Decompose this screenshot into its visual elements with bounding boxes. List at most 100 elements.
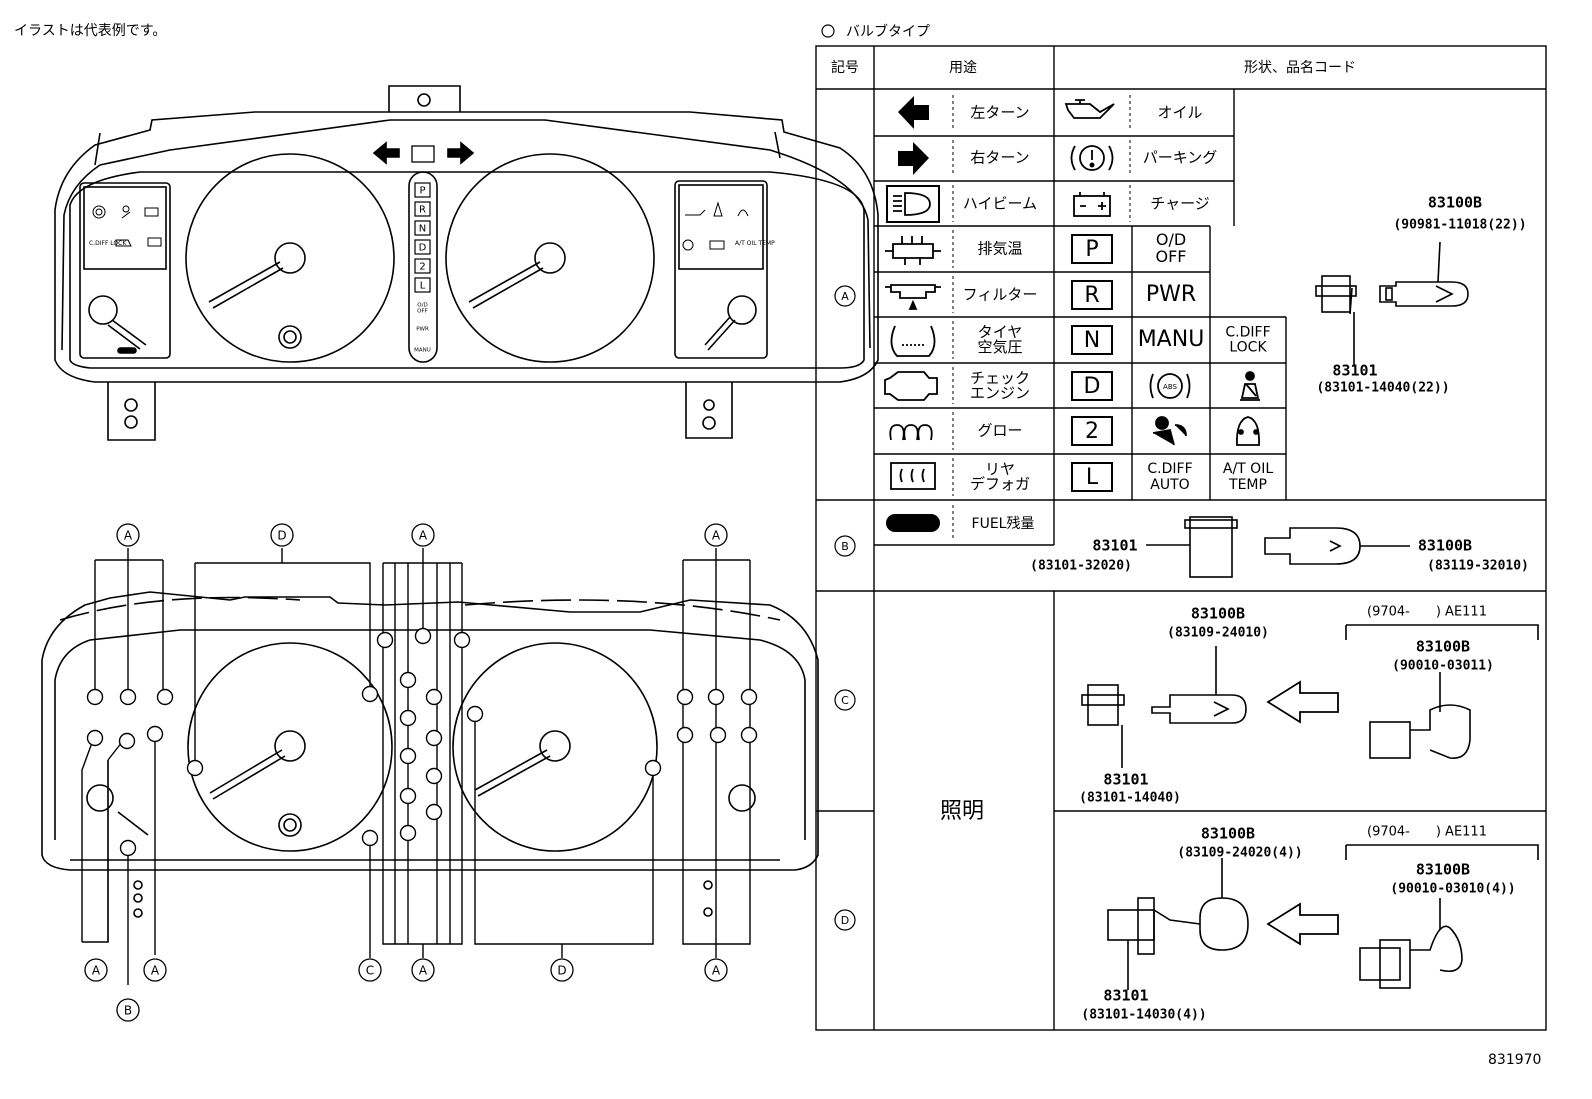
bulb-location-marker	[361, 685, 379, 703]
gear-extra-label: PWR	[416, 327, 429, 333]
usage-label: デフォガ	[970, 475, 1030, 493]
parking-brake-icon	[1079, 145, 1105, 171]
bulb-location-marker	[399, 747, 417, 765]
callout-bottom-b	[116, 998, 140, 1022]
bulb-b	[1264, 527, 1361, 565]
gear-tile-letter: N	[1084, 328, 1100, 353]
bulb-c	[1151, 694, 1247, 724]
gear-tile-letter: D	[1084, 374, 1101, 399]
bulb-location-marker	[186, 759, 204, 777]
bulb-d-part: (83109-24020(4))	[1177, 846, 1302, 861]
socket-b	[1189, 516, 1233, 578]
callout-bottom-a-right	[704, 958, 728, 982]
alt-bulb-c	[1369, 721, 1411, 759]
bulb-location-marker	[119, 688, 137, 706]
bulb-location-marker	[740, 726, 758, 744]
alt-bulb-c-part: (90010-03011)	[1392, 659, 1494, 674]
bulb-location-marker	[644, 759, 662, 777]
abs-icon	[1157, 373, 1183, 399]
callout-top-d	[270, 523, 294, 547]
bulb-location-marker	[399, 787, 417, 805]
at-oil-temp-label: TEMP	[1228, 477, 1267, 493]
illustration-note: イラストは代表例です。	[14, 23, 167, 39]
callout-top-d-letter: D	[277, 529, 286, 543]
range-c: (9704- ) AE111	[1367, 605, 1487, 620]
callout-bottom-a-right-letter: A	[712, 964, 721, 978]
check-engine-icon	[884, 371, 938, 401]
c-diff-auto-label: C.DIFF	[1147, 461, 1192, 477]
socket-b-part: (83101-32020)	[1030, 559, 1132, 574]
gear-tile	[414, 258, 431, 274]
socket-d-code: 83101	[1103, 987, 1148, 1005]
callout-bottom-d	[550, 958, 574, 982]
at-oil-temp-label: A/T OIL	[1223, 461, 1273, 477]
bulb-location-marker	[425, 803, 443, 821]
bulb-a-part: (90981-11018(22))	[1393, 218, 1526, 233]
od-off-label: O/D	[1156, 230, 1186, 249]
section-d-symbol: D	[841, 914, 849, 927]
gear-tile-letter: L	[1086, 465, 1099, 490]
bulb-location-marker	[399, 671, 417, 689]
socket-b-code: 83101	[1092, 537, 1137, 555]
callout-top-a-center-letter: A	[419, 529, 428, 543]
exhaust-temp-icon	[885, 236, 941, 265]
drawing-number: 831970	[1488, 1052, 1542, 1068]
gear-tile-R	[1071, 280, 1113, 310]
arrow-c	[1266, 680, 1339, 724]
callout-bottom-a-left1	[84, 958, 108, 982]
section-b-symbol: B	[841, 540, 849, 553]
bulb-location-marker	[676, 688, 694, 706]
bulb-location-marker	[453, 631, 471, 649]
cluster-back-view	[41, 591, 819, 918]
range-d: (9704- ) AE111	[1367, 825, 1487, 840]
section-c-marker	[834, 689, 856, 711]
gear-letter: L	[420, 281, 426, 292]
bulb-d	[1199, 897, 1249, 951]
header-shape: 形状、品名コード	[1244, 60, 1356, 76]
bulb-location-marker	[709, 726, 727, 744]
section-d-marker	[834, 909, 856, 931]
gear-extra-label: OFF	[417, 308, 428, 314]
socket-a-part: (83101-14040(22))	[1316, 381, 1449, 396]
socket-a	[1321, 275, 1351, 313]
c-diff-auto-label: AUTO	[1150, 477, 1189, 493]
bulb-location-marker	[146, 725, 164, 743]
socket-d-part: (83101-14030(4))	[1081, 1008, 1206, 1023]
socket-c-code: 83101	[1103, 771, 1148, 789]
gear-tile-D	[1071, 371, 1113, 401]
usage-fuel: FUEL残量	[972, 516, 1035, 532]
callout-top-a-right	[704, 523, 728, 547]
gear-tile-letter: 2	[1085, 419, 1099, 444]
bulb-location-marker	[86, 688, 104, 706]
legend-title: バルブタイプ	[846, 23, 930, 40]
callout-bottom-a-left2-letter: A	[151, 964, 160, 978]
cluster-right-at-label: A/T OIL TEMP	[735, 240, 775, 247]
header-usage: 用途	[949, 59, 977, 76]
callout-top-a-right-letter: A	[712, 529, 721, 543]
gear-letter: 2	[419, 262, 425, 273]
callout-bottom-a-left2	[143, 958, 167, 982]
bulb-location-marker	[86, 729, 104, 747]
bulb-location-marker	[425, 688, 443, 706]
bulb-locations	[86, 627, 758, 857]
usage-label: タイヤ	[978, 323, 1023, 341]
gear-tile-L	[1071, 462, 1113, 492]
gear-tile	[414, 239, 431, 255]
bulb-b-part: (83119-32010)	[1427, 559, 1529, 574]
gear-tile	[414, 182, 431, 198]
bulb-location-marker	[119, 839, 137, 857]
bulb-location-marker	[376, 631, 394, 649]
c-diff-lock-label: LOCK	[1229, 340, 1267, 356]
fuel-level-icon	[886, 514, 940, 532]
gear-extra-label: O/D	[417, 303, 427, 309]
alt-bulb-d-part: (90010-03010(4))	[1390, 882, 1515, 897]
abs-label: ABS	[1163, 383, 1177, 391]
callout-bottom-c	[358, 958, 382, 982]
airbag-icon	[1155, 416, 1169, 430]
high-beam-icon	[886, 185, 940, 223]
bulb-location-marker	[676, 726, 694, 744]
c-diff-lock-label: C.DIFF	[1225, 325, 1270, 341]
